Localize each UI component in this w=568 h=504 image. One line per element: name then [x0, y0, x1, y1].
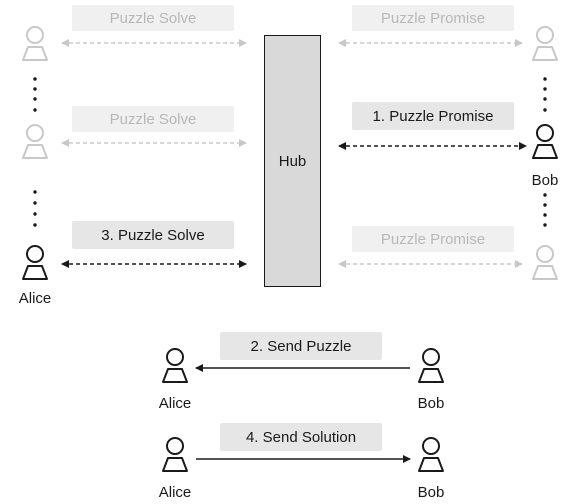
- alice-name: Alice: [158, 395, 192, 412]
- alice-user-icon: [22, 245, 48, 280]
- send-solution-label: 4. Send Solution: [220, 423, 382, 451]
- bob-name: Bob: [531, 172, 559, 189]
- alice-user-icon: [162, 437, 188, 472]
- send-puzzle-label: 2. Send Puzzle: [220, 332, 382, 360]
- alice-name: Alice: [158, 484, 192, 501]
- alice-name: Alice: [18, 290, 52, 307]
- bob-user-icon: [418, 348, 444, 383]
- ghost-user-icon: [532, 245, 558, 280]
- hub-box: Hub: [264, 35, 321, 287]
- hub-label: Hub: [278, 152, 307, 170]
- ghost-puzzle-promise-label: Puzzle Promise: [352, 226, 514, 252]
- ellipsis-dots: [33, 190, 37, 227]
- ellipsis-dots: [33, 77, 37, 112]
- bob-user-icon: [418, 437, 444, 472]
- ghost-user-icon: [532, 26, 558, 61]
- ghost-puzzle-promise-label: Puzzle Promise: [352, 5, 514, 31]
- bob-name: Bob: [417, 395, 445, 412]
- alice-user-icon: [162, 348, 188, 383]
- bob-user-icon: [532, 124, 558, 159]
- puzzle-promise-label: 1. Puzzle Promise: [352, 102, 514, 130]
- ellipsis-dots: [543, 77, 547, 112]
- bob-name: Bob: [417, 484, 445, 501]
- ellipsis-dots: [543, 193, 547, 227]
- ghost-user-icon: [22, 124, 48, 159]
- ghost-user-icon: [22, 26, 48, 61]
- puzzle-solve-label: 3. Puzzle Solve: [72, 221, 234, 249]
- ghost-puzzle-solve-label: Puzzle Solve: [72, 5, 234, 31]
- ghost-puzzle-solve-label: Puzzle Solve: [72, 106, 234, 132]
